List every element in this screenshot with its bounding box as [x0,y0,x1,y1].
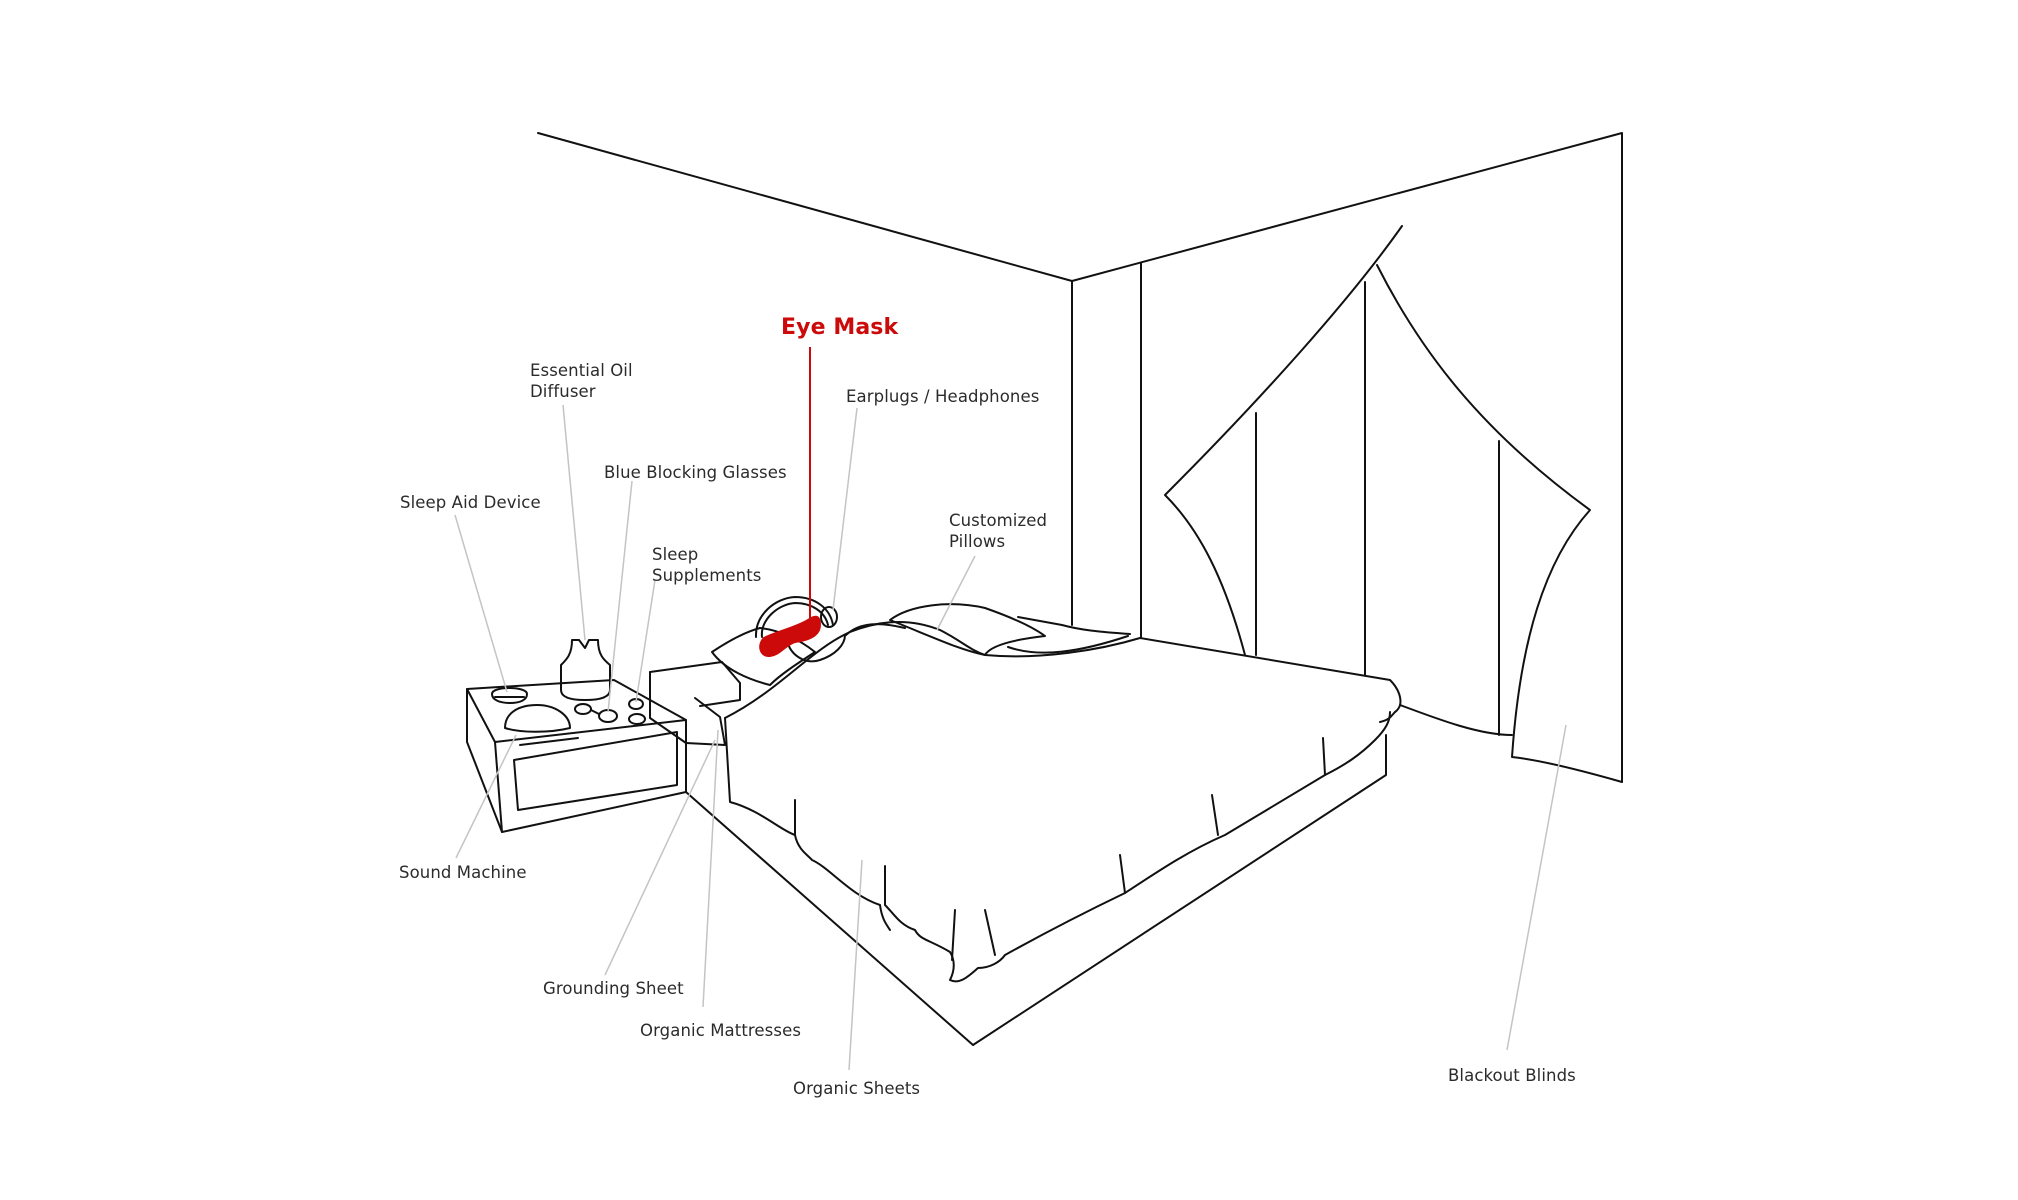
label-customized-pillows: Customized Pillows [949,510,1047,552]
duvet-fold-3 [985,910,995,955]
earcup [821,607,837,627]
pillows-leader [937,556,975,630]
glasses-bridge [591,710,599,714]
label-blue-blocking-glasses: Blue Blocking Glasses [604,462,787,483]
bed-frame-inner [686,743,725,745]
duvet-fold-6 [1323,738,1325,775]
grounding-sheet-leader [605,740,715,975]
mattresses-leader [703,730,718,1007]
shoulder-line [846,624,905,635]
diffuser-shape [561,640,610,700]
sleep-aid-device-shape [492,688,527,703]
label-blackout-blinds: Blackout Blinds [1448,1065,1576,1086]
label-pillows-line2: Pillows [949,531,1047,552]
supplements-leader [636,580,655,702]
label-sound-machine: Sound Machine [399,862,527,883]
label-pillows-line1: Customized [949,510,1047,531]
blue-glasses-leader [608,481,632,712]
floor-curve [1400,705,1512,735]
ceiling-right-line [1072,133,1622,782]
supplement-pill-2 [629,714,645,724]
label-sleep-aid-device: Sleep Aid Device [400,492,541,513]
label-supplements-line2: Supplements [652,565,761,586]
label-organic-sheets: Organic Sheets [793,1078,920,1099]
bed-frame-left [650,672,1386,1045]
label-supplements-line1: Sleep [652,544,761,565]
label-essential-oil-line1: Essential Oil [530,360,633,381]
sound-machine-shape [505,705,570,732]
sound-machine-leader [456,735,516,858]
headboard [650,662,740,706]
label-essential-oil-line2: Diffuser [530,381,633,402]
label-organic-mattresses: Organic Mattresses [640,1020,801,1041]
curtain-left [1165,226,1402,655]
label-earplugs-headphones: Earplugs / Headphones [846,386,1039,407]
label-essential-oil-diffuser: Essential Oil Diffuser [530,360,633,402]
essential-oil-leader [563,405,585,640]
duvet-fold-5 [1212,795,1218,835]
duvet-fold-4 [1120,855,1125,893]
label-eye-mask: Eye Mask [781,315,898,341]
duvet-fold-2 [952,910,955,960]
label-grounding-sheet: Grounding Sheet [543,978,684,999]
duvet-top [725,622,1400,722]
glasses-lens-left [575,704,591,714]
duvet-drape-front [885,712,1390,981]
label-sleep-supplements: Sleep Supplements [652,544,761,586]
sleep-aid-leader [455,515,507,692]
earplugs-leader [833,408,857,610]
ceiling-left-line [538,133,1072,281]
pillow-right-back [1018,617,1130,634]
blinds-leader [1507,725,1566,1050]
